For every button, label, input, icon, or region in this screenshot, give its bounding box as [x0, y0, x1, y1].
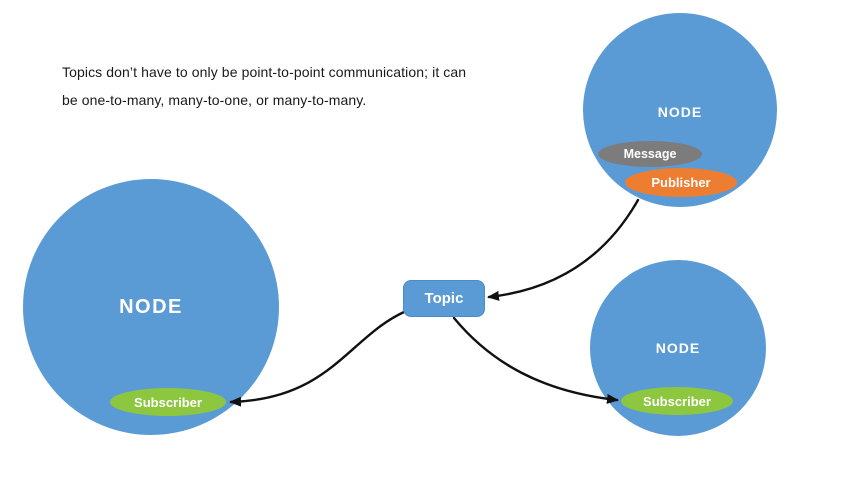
- subscriber-badge-left: Subscriber: [110, 388, 226, 416]
- message-badge-label: Message: [623, 147, 677, 161]
- node-bottom-right-label: NODE: [655, 340, 701, 356]
- topic-label: Topic: [424, 290, 464, 307]
- arrow-publisher-to-topic: [487, 198, 640, 301]
- subscriber-left-badge-label: Subscriber: [134, 394, 202, 410]
- publisher-badge: Publisher: [625, 168, 737, 197]
- node-top-right-label: NODE: [657, 104, 703, 120]
- caption-text: Topics don’t have to only be point-to-po…: [62, 64, 467, 108]
- subscriber-badge-bottom-right: Subscriber: [621, 387, 733, 415]
- topic-box: Topic: [403, 280, 485, 317]
- subscriber-bottom-right-badge-label: Subscriber: [643, 393, 711, 409]
- publisher-badge-label: Publisher: [651, 175, 711, 190]
- message-badge: Message: [598, 141, 702, 167]
- node-left-label: NODE: [119, 295, 183, 318]
